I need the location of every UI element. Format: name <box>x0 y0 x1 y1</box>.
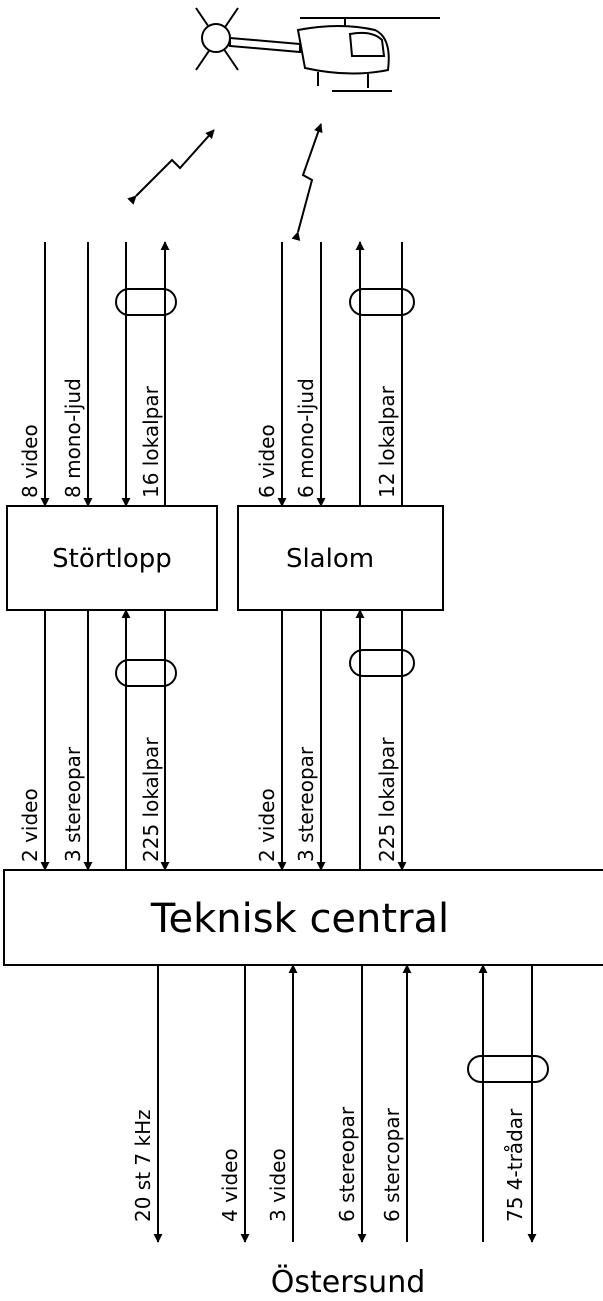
slalom-out-local-label: 225 lokalpar <box>375 737 399 862</box>
destination-label: Östersund <box>271 1264 426 1300</box>
radio-link-stortlopp <box>127 129 215 205</box>
ostersund-lines <box>153 964 549 1243</box>
stortlopp-local-label: 16 lokalpar <box>139 385 163 498</box>
stortlopp-out-video-label: 2 video <box>18 788 42 862</box>
slalom-out-stereo-label: 3 stereopar <box>294 746 318 862</box>
stortlopp-input-lines <box>40 241 177 507</box>
stortlopp-label: Störtlopp <box>52 544 172 574</box>
slalom-output-lines <box>277 609 415 871</box>
slalom-box: Slalom <box>237 505 444 611</box>
stortlopp-output-lines <box>40 609 177 871</box>
central-label: Teknisk central <box>150 896 449 942</box>
slalom-input-lines <box>277 241 415 507</box>
pair-bundle-icon <box>115 659 177 687</box>
phone-lines-label: 20 st 7 kHz <box>131 1109 155 1222</box>
stortlopp-out-local-label: 225 lokalpar <box>139 737 163 862</box>
pair-bundle-icon <box>115 288 177 316</box>
stereo-out-label: 6 stercopar <box>380 1107 404 1222</box>
radio-link-slalom <box>291 123 323 241</box>
stortlopp-audio-label: 8 mono-ljud <box>61 378 85 498</box>
pair-bundle-icon <box>349 288 415 316</box>
slalom-local-label: 12 lokalpar <box>375 385 399 498</box>
video-out-label: 4 video <box>218 1148 242 1222</box>
helicopter-icon <box>195 7 440 92</box>
central-box: Teknisk central <box>3 869 603 966</box>
pair-bundle-icon <box>467 1055 549 1083</box>
stortlopp-out-stereo-label: 3 stereopar <box>61 746 85 862</box>
wire-label: 75 4-trådar <box>503 1108 527 1222</box>
slalom-audio-label: 6 mono-ljud <box>294 378 318 498</box>
pair-bundle-icon <box>349 649 415 677</box>
stortlopp-video-label: 8 video <box>18 424 42 498</box>
stortlopp-box: Störtlopp <box>6 505 218 611</box>
slalom-video-label: 6 video <box>255 424 279 498</box>
video-in-label: 3 video <box>266 1148 290 1222</box>
slalom-out-video-label: 2 video <box>255 788 279 862</box>
stereo-in-label: 6 stereopar <box>335 1106 359 1222</box>
slalom-label: Slalom <box>286 544 374 574</box>
